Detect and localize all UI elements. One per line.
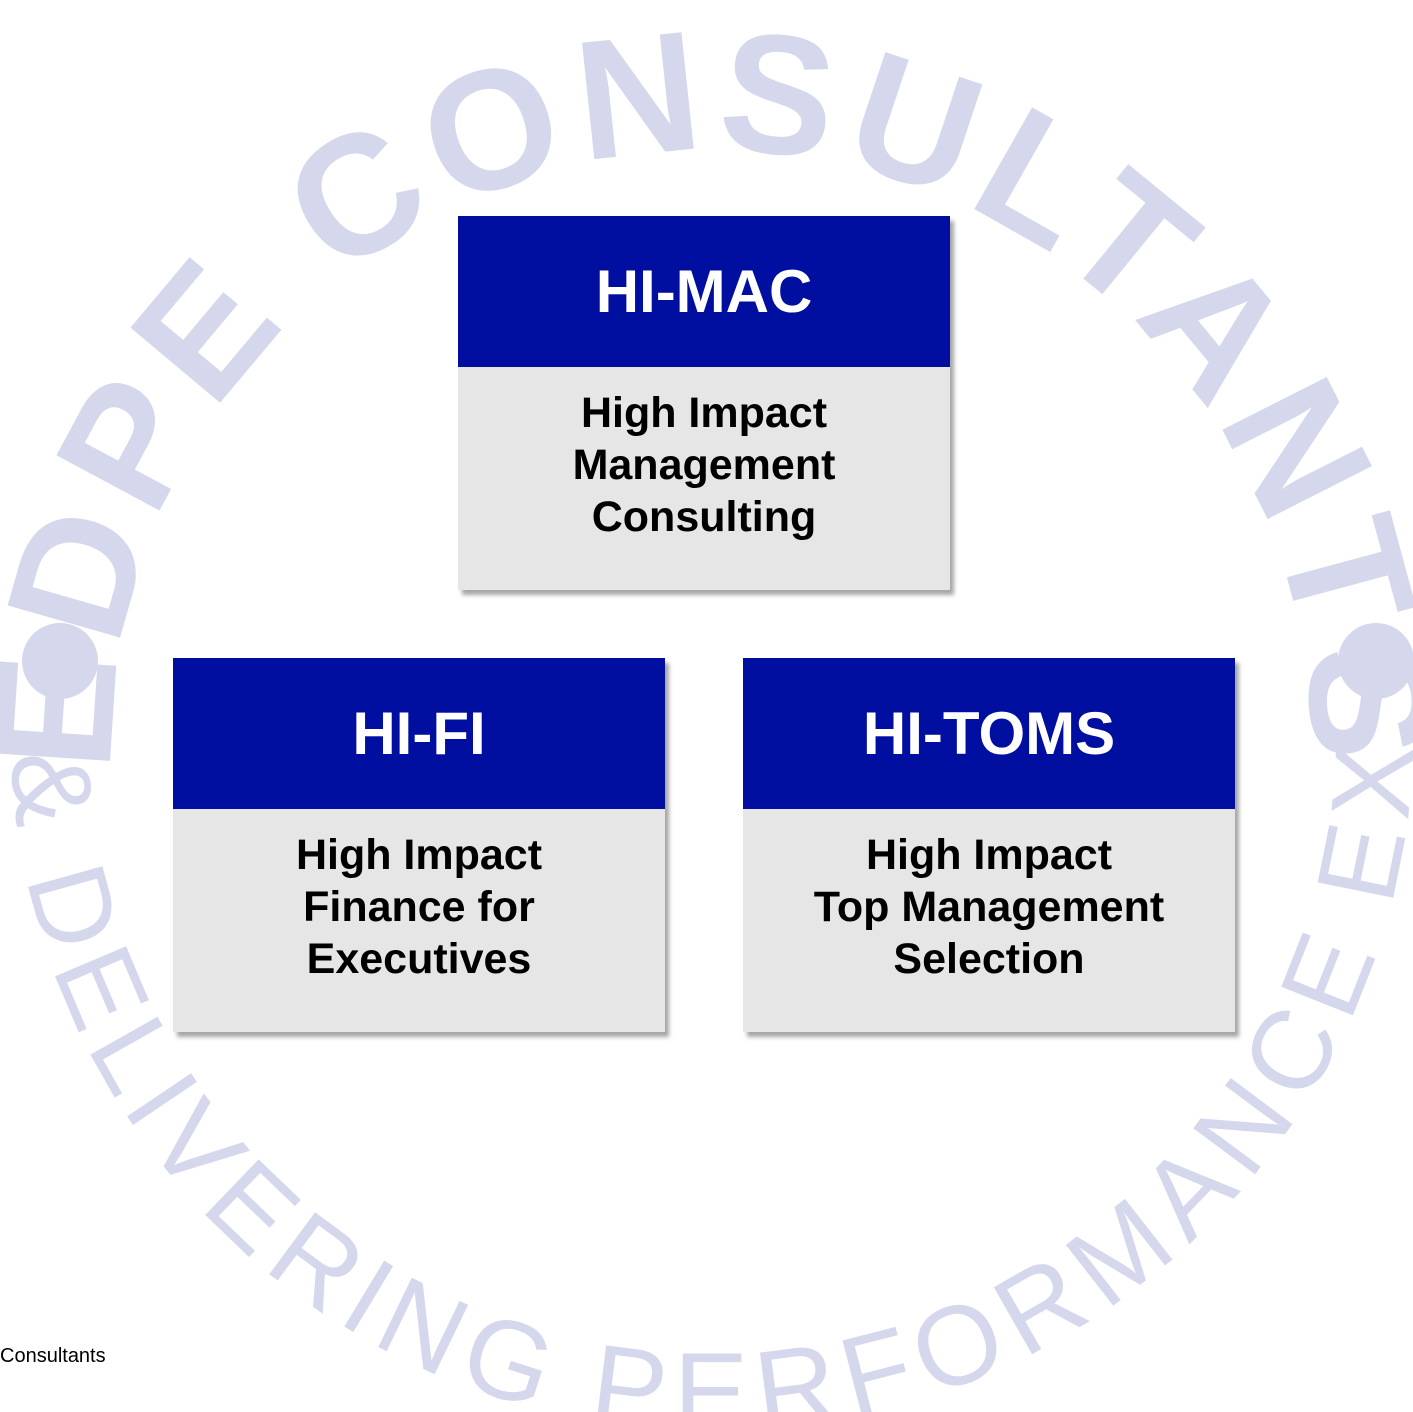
- card-hi-mac-line: High Impact: [580, 388, 828, 437]
- watermark-right-dot-icon: [1338, 623, 1413, 699]
- card-hi-mac-description: High Impact Management Consulting: [573, 387, 836, 543]
- card-hi-toms-line: Selection: [893, 934, 1085, 983]
- card-hi-toms-body: High Impact Top Management Selection: [743, 809, 1235, 1032]
- card-hi-fi-description: High Impact Finance for Executives: [296, 829, 542, 985]
- watermark-left-dot-icon: [22, 623, 98, 699]
- card-hi-toms-line: Top Management: [813, 882, 1165, 931]
- card-hi-fi-body: High Impact Finance for Executives: [173, 809, 665, 1032]
- card-hi-mac: HI-MAC High Impact Management Consulting: [458, 216, 950, 590]
- card-hi-mac-line: Consulting: [591, 492, 817, 541]
- card-hi-mac-body: High Impact Management Consulting: [458, 367, 950, 590]
- card-hi-toms-line: High Impact: [865, 830, 1113, 879]
- card-hi-mac-title: HI-MAC: [458, 216, 950, 367]
- card-hi-toms-title: HI-TOMS: [743, 658, 1235, 809]
- card-hi-fi-line: Finance for: [303, 882, 535, 931]
- card-hi-fi-line: High Impact: [295, 830, 543, 879]
- card-hi-fi-line: Executives: [306, 934, 532, 983]
- footer-text: Consultants: [0, 1345, 106, 1367]
- card-hi-toms: HI-TOMS High Impact Top Management Selec…: [743, 658, 1235, 1032]
- card-hi-toms-description: High Impact Top Management Selection: [814, 829, 1164, 985]
- card-hi-fi-title: HI-FI: [173, 658, 665, 809]
- card-hi-mac-line: Management: [572, 440, 836, 489]
- card-hi-fi: HI-FI High Impact Finance for Executives: [173, 658, 665, 1032]
